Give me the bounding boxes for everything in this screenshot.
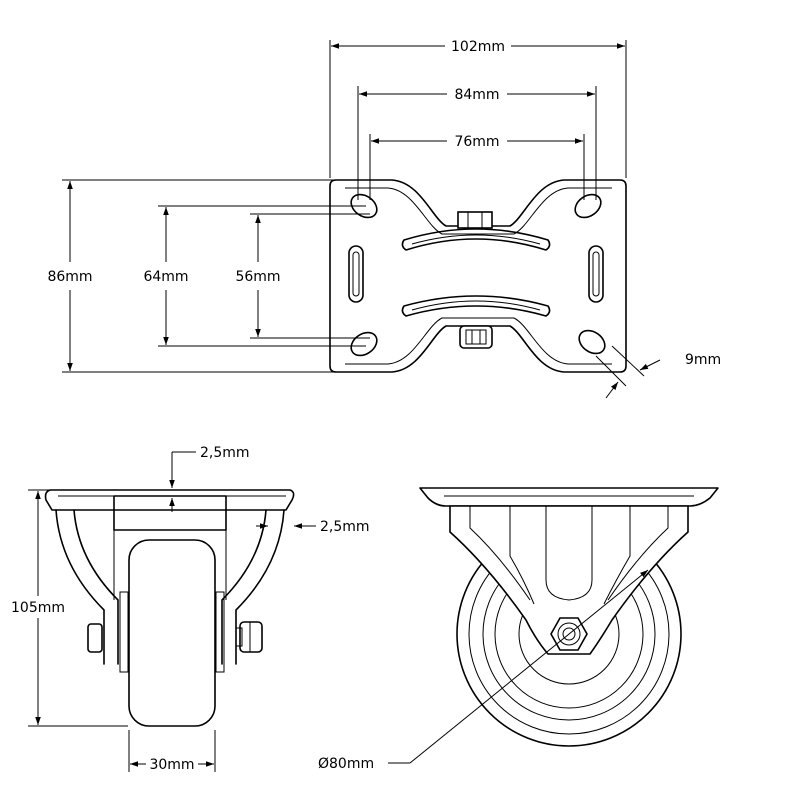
curved-slot-bottom	[401, 295, 551, 317]
dimension-bracket-thickness: 2,5mm	[256, 519, 370, 535]
mounting-hole-bottom-right	[578, 329, 606, 355]
svg-text:105mm: 105mm	[11, 600, 65, 616]
curved-slot-top	[401, 228, 551, 251]
svg-text:84mm: 84mm	[454, 87, 499, 103]
side-slot-left	[348, 245, 364, 303]
dimension-105mm: 105mm	[11, 491, 65, 725]
dimension-9mm: 9mm	[595, 345, 721, 399]
svg-text:2,5mm: 2,5mm	[200, 445, 250, 461]
dimension-30mm: 30mm	[130, 757, 214, 773]
top-view: 102mm 84mm 76mm 86mm 64mm 56mm	[47, 39, 721, 399]
svg-text:56mm: 56mm	[235, 269, 280, 285]
dimension-plate-thickness: 2,5mm	[169, 445, 250, 512]
front-wheel	[128, 539, 216, 727]
dimension-102mm: 102mm	[331, 39, 625, 55]
svg-text:102mm: 102mm	[451, 39, 505, 55]
mounting-hole-top-right	[574, 193, 602, 219]
svg-text:2,5mm: 2,5mm	[320, 519, 370, 535]
dimension-56mm: 56mm	[235, 215, 281, 337]
side-top-plate	[419, 487, 719, 507]
dimension-76mm: 76mm	[371, 134, 583, 150]
dimension-84mm: 84mm	[359, 87, 595, 103]
axle-nut-top-view	[457, 211, 493, 229]
mounting-plate-outline	[329, 179, 627, 373]
axle-nut-right	[239, 621, 263, 653]
svg-text:76mm: 76mm	[454, 134, 499, 150]
axle-bolt-top-view	[459, 325, 493, 349]
front-top-plate	[44, 489, 295, 511]
side-view: Ø80mm	[318, 487, 719, 772]
mounting-hole-bottom-left	[350, 331, 378, 357]
dimension-86mm: 86mm	[47, 181, 93, 371]
dimension-64mm: 64mm	[143, 207, 189, 345]
axle-nut-left	[87, 623, 103, 653]
front-view: 105mm 30mm 2,5mm 2,5mm	[11, 445, 370, 773]
side-slot-right	[588, 245, 604, 303]
dimension-diameter-80mm: Ø80mm	[318, 569, 649, 772]
svg-text:64mm: 64mm	[143, 269, 188, 285]
svg-text:86mm: 86mm	[47, 269, 92, 285]
svg-text:9mm: 9mm	[685, 352, 721, 368]
svg-text:30mm: 30mm	[149, 757, 194, 773]
svg-text:Ø80mm: Ø80mm	[318, 756, 374, 772]
